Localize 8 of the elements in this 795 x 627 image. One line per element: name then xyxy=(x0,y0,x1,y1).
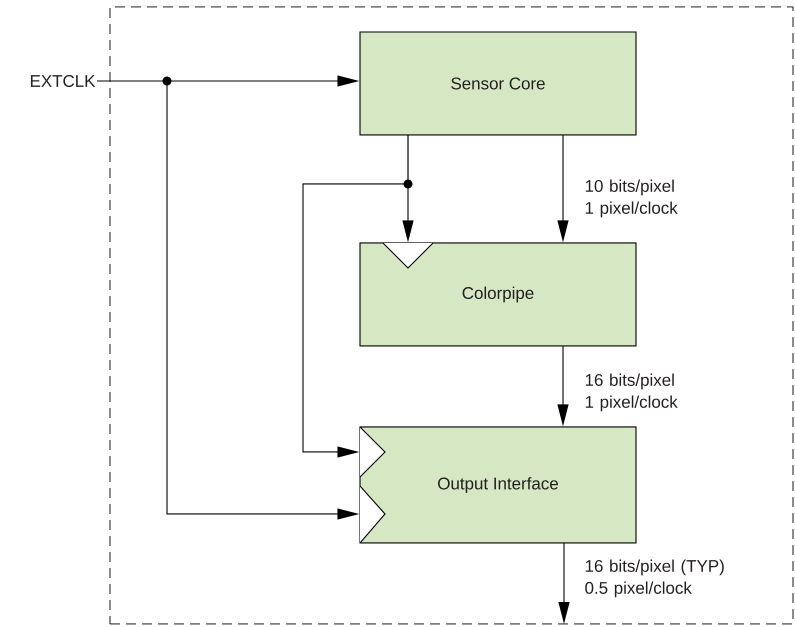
block-box: Output Interface xyxy=(359,426,637,544)
edge-label: 10 bits/pixel 1 pixel/clock xyxy=(586,180,678,218)
block-box: Sensor Core xyxy=(359,31,637,136)
block-box: Colorpipe xyxy=(359,242,637,347)
signal-name: EXTCLK xyxy=(30,75,96,87)
edge-label: 16 bits/pixel (TYP) 0.5 pixel/clock xyxy=(585,560,724,598)
edge-label: 16 bits/pixel 1 pixel/clock xyxy=(586,374,678,412)
boundary-box xyxy=(110,6,794,624)
